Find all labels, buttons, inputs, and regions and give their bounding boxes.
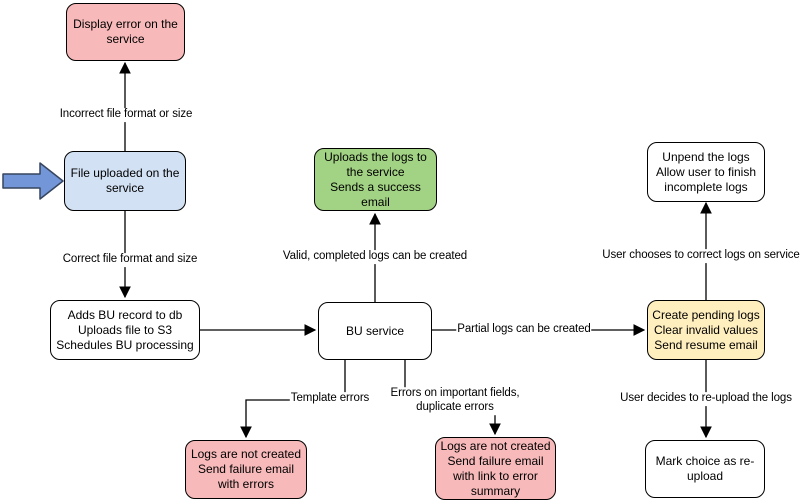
node-label: Uploads the logs to the service Sends a …: [324, 149, 427, 209]
edge-label-user-reuploads: User decides to re-upload the logs: [619, 392, 793, 406]
edge-label-correct-format: Correct file format and size: [61, 253, 199, 267]
edge-label-template-errors: Template errors: [289, 392, 371, 406]
node-label: Logs are not created Send failure email …: [190, 447, 302, 491]
edge-label-partial-logs: Partial logs can be created: [456, 323, 592, 337]
node-create-pending-logs: Create pending logs Clear invalid values…: [647, 300, 765, 360]
node-label: Adds BU record to db Uploads file to S3 …: [56, 307, 194, 352]
node-fail-field-errors: Logs are not created Send failure email …: [435, 437, 556, 500]
node-display-error: Display error on the service: [66, 3, 185, 61]
edge-label-incorrect-format: Incorrect file format or size: [58, 108, 194, 122]
node-file-uploaded: File uploaded on the service: [64, 151, 186, 211]
node-unpend-logs: Unpend the logs Allow user to finish inc…: [647, 142, 765, 202]
node-label: Display error on the service: [73, 17, 178, 46]
node-label: Unpend the logs Allow user to finish inc…: [655, 149, 757, 194]
node-mark-reupload: Mark choice as re- upload: [645, 440, 765, 498]
node-bu-service: BU service: [318, 302, 432, 360]
node-fail-template-errors: Logs are not created Send failure email …: [185, 440, 307, 499]
edge-label-valid-logs: Valid, completed logs can be created: [281, 250, 469, 264]
node-label: File uploaded on the service: [70, 166, 180, 195]
node-adds-bu-record: Adds BU record to db Uploads file to S3 …: [50, 300, 200, 360]
node-label: Logs are not created Send failure email …: [440, 438, 551, 498]
edge-label-user-corrects: User chooses to correct logs on service: [601, 249, 801, 263]
node-label: Mark choice as re- upload: [655, 454, 755, 483]
input-arrow-icon: [2, 162, 64, 200]
node-label: BU service: [345, 323, 404, 338]
node-label: Create pending logs Clear invalid values…: [652, 307, 760, 352]
node-uploads-logs-success: Uploads the logs to the service Sends a …: [314, 148, 437, 211]
edge-label-field-errors: Errors on important fields, duplicate er…: [389, 387, 521, 415]
